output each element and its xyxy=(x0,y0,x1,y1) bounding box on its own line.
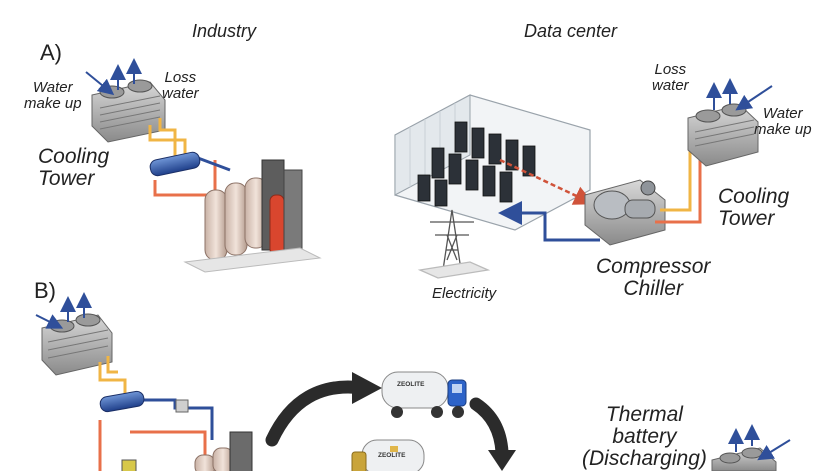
server-racks-icon xyxy=(417,121,536,207)
electricity-label: Electricity xyxy=(432,285,497,302)
heat-exchanger-industry-icon xyxy=(149,151,201,177)
electricity-pylon-icon xyxy=(417,209,491,279)
cooling-tower-datacenter-icon xyxy=(687,103,759,167)
zeolite-truck-bottom-icon xyxy=(351,439,425,471)
water-flow-arrows-thermal-battery xyxy=(728,424,791,461)
compressor-chiller-icon xyxy=(584,179,666,246)
cooling-tower-thermal-battery-icon xyxy=(711,447,777,471)
transport-cycle-arrows xyxy=(265,372,516,471)
pipes-panel-b xyxy=(98,356,214,471)
cooling-tower-label-industry: Cooling Tower xyxy=(38,145,110,191)
water-flow-arrows-industry xyxy=(85,58,142,96)
heat-exchanger-panel-b-icon xyxy=(99,390,189,413)
water-flow-arrows-panel-b xyxy=(35,292,92,329)
cooling-tower-industry-icon xyxy=(91,79,166,143)
industrial-plant-icon xyxy=(183,159,322,273)
thermal-battery-label: Thermal battery (Discharging) xyxy=(582,403,707,471)
compressor-chiller-label: Compressor Chiller xyxy=(596,255,711,301)
industrial-plant-panel-b-icon xyxy=(121,431,253,471)
industry-title: Industry xyxy=(192,21,257,41)
panel-a-label: A) xyxy=(40,40,62,65)
datacenter-title: Data center xyxy=(524,21,618,41)
truck-brand-bottom: ZEOLITE xyxy=(378,452,406,459)
water-make-up-label-datacenter: Water make up xyxy=(754,105,812,138)
water-flow-arrows-datacenter xyxy=(706,78,773,111)
truck-brand-top: ZEOLITE xyxy=(397,381,425,388)
panel-b-label: B) xyxy=(34,278,56,303)
loss-water-label-datacenter: Loss water xyxy=(652,61,689,94)
water-make-up-label-industry: Water make up xyxy=(24,79,82,112)
cooling-tower-label-datacenter: Cooling Tower xyxy=(718,185,790,231)
loss-water-label-industry: Loss water xyxy=(162,69,199,102)
zeolite-truck-top-icon xyxy=(381,371,467,418)
